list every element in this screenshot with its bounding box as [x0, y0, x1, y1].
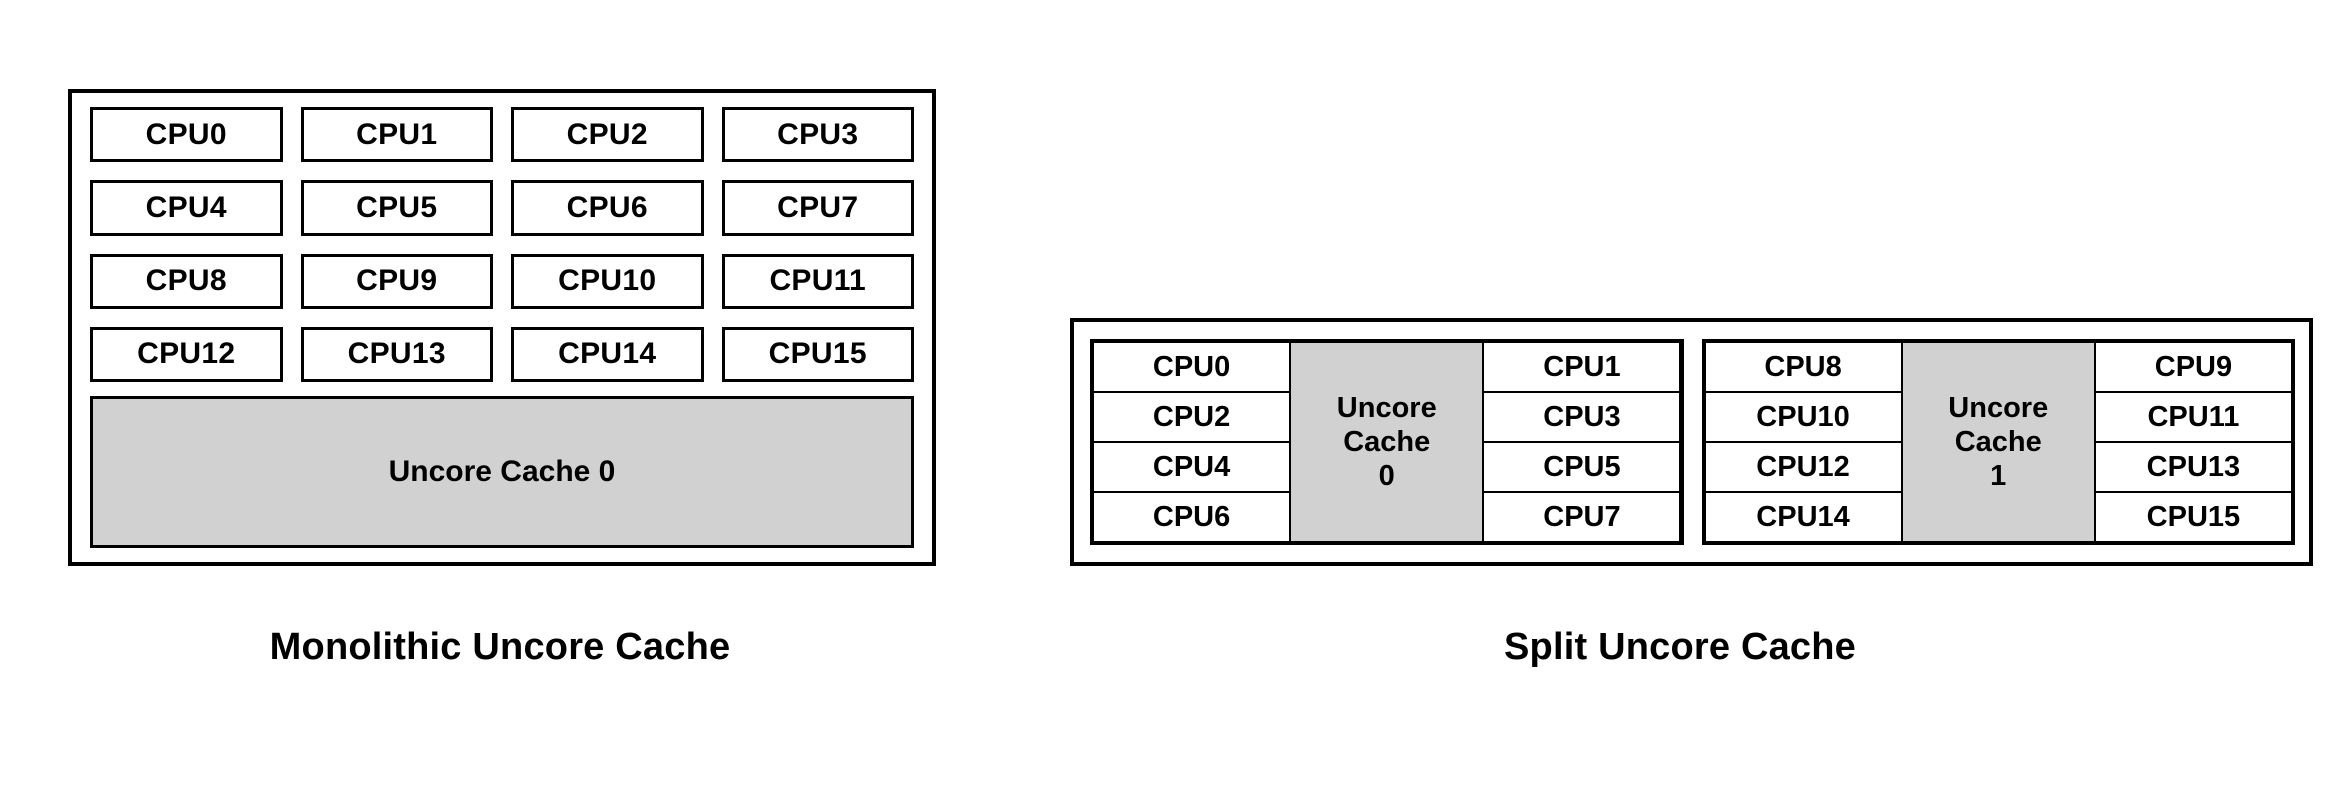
- cpu-box: CPU6: [511, 180, 704, 236]
- cpu-box: CPU0: [90, 107, 283, 163]
- cpu-box: CPU3: [1482, 391, 1682, 443]
- monolithic-diagram-panel: CPU0 CPU1 CPU2 CPU3 CPU4 CPU5 CPU6 CPU7 …: [0, 0, 1040, 802]
- monolithic-package-outline: CPU0 CPU1 CPU2 CPU3 CPU4 CPU5 CPU6 CPU7 …: [68, 89, 936, 566]
- split-caption: Split Uncore Cache: [1503, 626, 1857, 668]
- cpu-box: CPU2: [1092, 391, 1292, 443]
- uncore-cache-label-line-3: 0: [1378, 460, 1395, 493]
- cpu-box: CPU9: [2093, 341, 2293, 393]
- uncore-cache-label-line-1: Uncore: [1948, 391, 2049, 424]
- split-cache-group-1: CPU8 CPU10 CPU12 CPU14 Uncore Cache 1 CP…: [1701, 339, 2295, 545]
- cpu-box: CPU7: [721, 180, 914, 236]
- uncore-cache-label-line-2: Cache: [1343, 425, 1431, 458]
- split-package-outline: CPU0 CPU2 CPU4 CPU6 Uncore Cache 0 CPU1 …: [1070, 318, 2313, 566]
- monolithic-cpu-grid: CPU0 CPU1 CPU2 CPU3 CPU4 CPU5 CPU6 CPU7 …: [90, 107, 914, 382]
- uncore-cache-block: Uncore Cache 1: [1900, 341, 2096, 543]
- cpu-box: CPU5: [300, 180, 493, 236]
- cpu-box: CPU7: [1482, 491, 1682, 543]
- cpu-box: CPU0: [1092, 341, 1292, 393]
- cpu-box: CPU11: [721, 253, 914, 309]
- cpu-box: CPU5: [1482, 441, 1682, 493]
- cpu-box: CPU1: [1482, 341, 1682, 393]
- cpu-box: CPU14: [511, 326, 704, 382]
- uncore-cache-label-line-2: Cache: [1954, 425, 2042, 458]
- uncore-cache-block: Uncore Cache 0: [1289, 341, 1485, 543]
- cpu-box: CPU6: [1092, 491, 1292, 543]
- cpu-box: CPU13: [300, 326, 493, 382]
- cpu-box: CPU8: [1703, 341, 1903, 393]
- uncore-cache-label-line-3: 1: [1990, 460, 2007, 493]
- cpu-box: CPU8: [90, 253, 283, 309]
- cpu-box: CPU15: [721, 326, 914, 382]
- cpu-box: CPU2: [511, 107, 704, 163]
- split-cache-group-0: CPU0 CPU2 CPU4 CPU6 Uncore Cache 0 CPU1 …: [1090, 339, 1684, 545]
- cpu-box: CPU13: [2093, 441, 2293, 493]
- cpu-box: CPU12: [90, 326, 283, 382]
- cpu-box: CPU4: [90, 180, 283, 236]
- cpu-box: CPU1: [300, 107, 493, 163]
- split-group-row: CPU0 CPU2 CPU4 CPU6 Uncore Cache 0 CPU1 …: [1090, 339, 2295, 545]
- uncore-cache-label-line-1: Uncore: [1336, 391, 1437, 424]
- monolithic-caption: Monolithic Uncore Cache: [269, 626, 731, 668]
- split-diagram-panel: CPU0 CPU2 CPU4 CPU6 Uncore Cache 0 CPU1 …: [1040, 0, 2348, 802]
- cpu-box: CPU14: [1703, 491, 1903, 543]
- cpu-box: CPU10: [1703, 391, 1903, 443]
- cpu-box: CPU4: [1092, 441, 1292, 493]
- uncore-cache-block: Uncore Cache 0: [90, 396, 914, 548]
- cpu-box: CPU12: [1703, 441, 1903, 493]
- cpu-box: CPU11: [2093, 391, 2293, 443]
- cpu-box: CPU15: [2093, 491, 2293, 543]
- cpu-box: CPU9: [300, 253, 493, 309]
- cpu-box: CPU3: [721, 107, 914, 163]
- cpu-box: CPU10: [511, 253, 704, 309]
